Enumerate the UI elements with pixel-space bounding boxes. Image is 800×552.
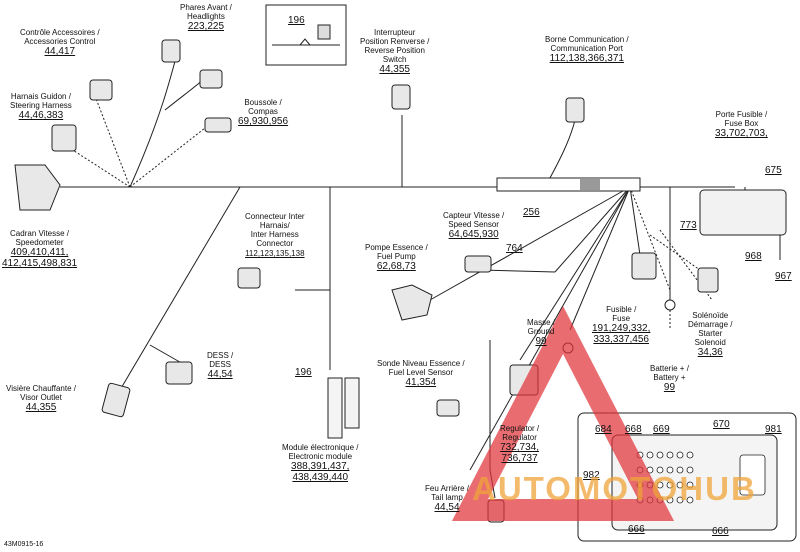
label-speed-sensor: Capteur Vitesse / Speed Sensor 64,645,93… [443,211,505,240]
label-starter-solenoid: Solénoïde Démarrage / Starter Solenoid 3… [688,311,733,358]
callout-773: 773 [680,220,697,231]
label-steering-harness: Harnais Guidon / Steering Harness 44,46,… [10,92,72,121]
label-fuse-box: Porte Fusible / Fuse Box 33,702,703, [715,110,768,139]
watermark-text: AUTOMOTOHUB [472,470,757,507]
callout-256: 256 [523,207,540,218]
callout-675: 675 [765,165,782,176]
callout-670: 670 [713,419,730,430]
label-ground: Masse / Ground 99 [527,318,556,347]
label-battery: Batterie + / Battery + 99 [650,364,689,393]
label-communication-port: Borne Communication / Communication Port… [545,35,629,64]
label-tail-lamp: Feu Arrière / Tail lamp 44,54 [425,484,470,513]
label-visor-outlet: Visière Chauffante / Visor Outlet 44,355 [6,384,76,413]
callout-684: 684 [595,424,612,435]
connector-shapes [14,39,787,523]
callout-666-left: 666 [628,524,645,535]
figure-code: 43M0915-16 [4,541,44,548]
label-reverse-switch: Interrupteur Position Renverse / Reverse… [360,28,430,75]
callout-196-ecm: 196 [295,367,312,378]
label-inter-harness: Connecteur Inter Harnais/ Inter Harness … [245,212,305,258]
label-accessories-control: Contrôle Accessoires / Accessories Contr… [20,28,100,57]
harness-lines [60,49,781,499]
callout-764: 764 [506,243,523,254]
conduit-band [580,179,600,190]
inset-box-196 [265,4,347,66]
label-electronic-module: Module électronique / Electronic module … [282,443,359,483]
label-fuel-pump: Pompe Essence / Fuel Pump 62,68,73 [365,243,428,272]
callout-981: 981 [765,424,782,435]
conduit-sleeve [496,177,641,192]
callout-668: 668 [625,424,642,435]
callout-968: 968 [745,251,762,262]
label-regulator: Regulator / Regulator 732,734, 736,737 [500,424,540,464]
callout-967: 967 [775,271,792,282]
watermark-logo [451,306,675,521]
label-dess: DESS / DESS 44,54 [207,351,234,380]
callout-196-top: 196 [288,15,305,26]
callout-982: 982 [583,470,600,481]
inset-splice [272,24,340,46]
label-headlights: Phares Avant / Headlights 223,225 [180,3,232,32]
label-fuse: Fusible / Fuse 191,249,332, 333,337,456 [592,305,651,345]
label-fuel-level-sensor: Sonde Niveau Essence / Fuel Level Sensor… [377,359,465,388]
label-speedometer: Cadran Vitesse / Speedometer 409,410,411… [2,229,78,269]
callout-669: 669 [653,424,670,435]
callout-666-right: 666 [712,526,729,537]
label-compass: Boussole / Compas 69,930,956 [238,98,289,127]
